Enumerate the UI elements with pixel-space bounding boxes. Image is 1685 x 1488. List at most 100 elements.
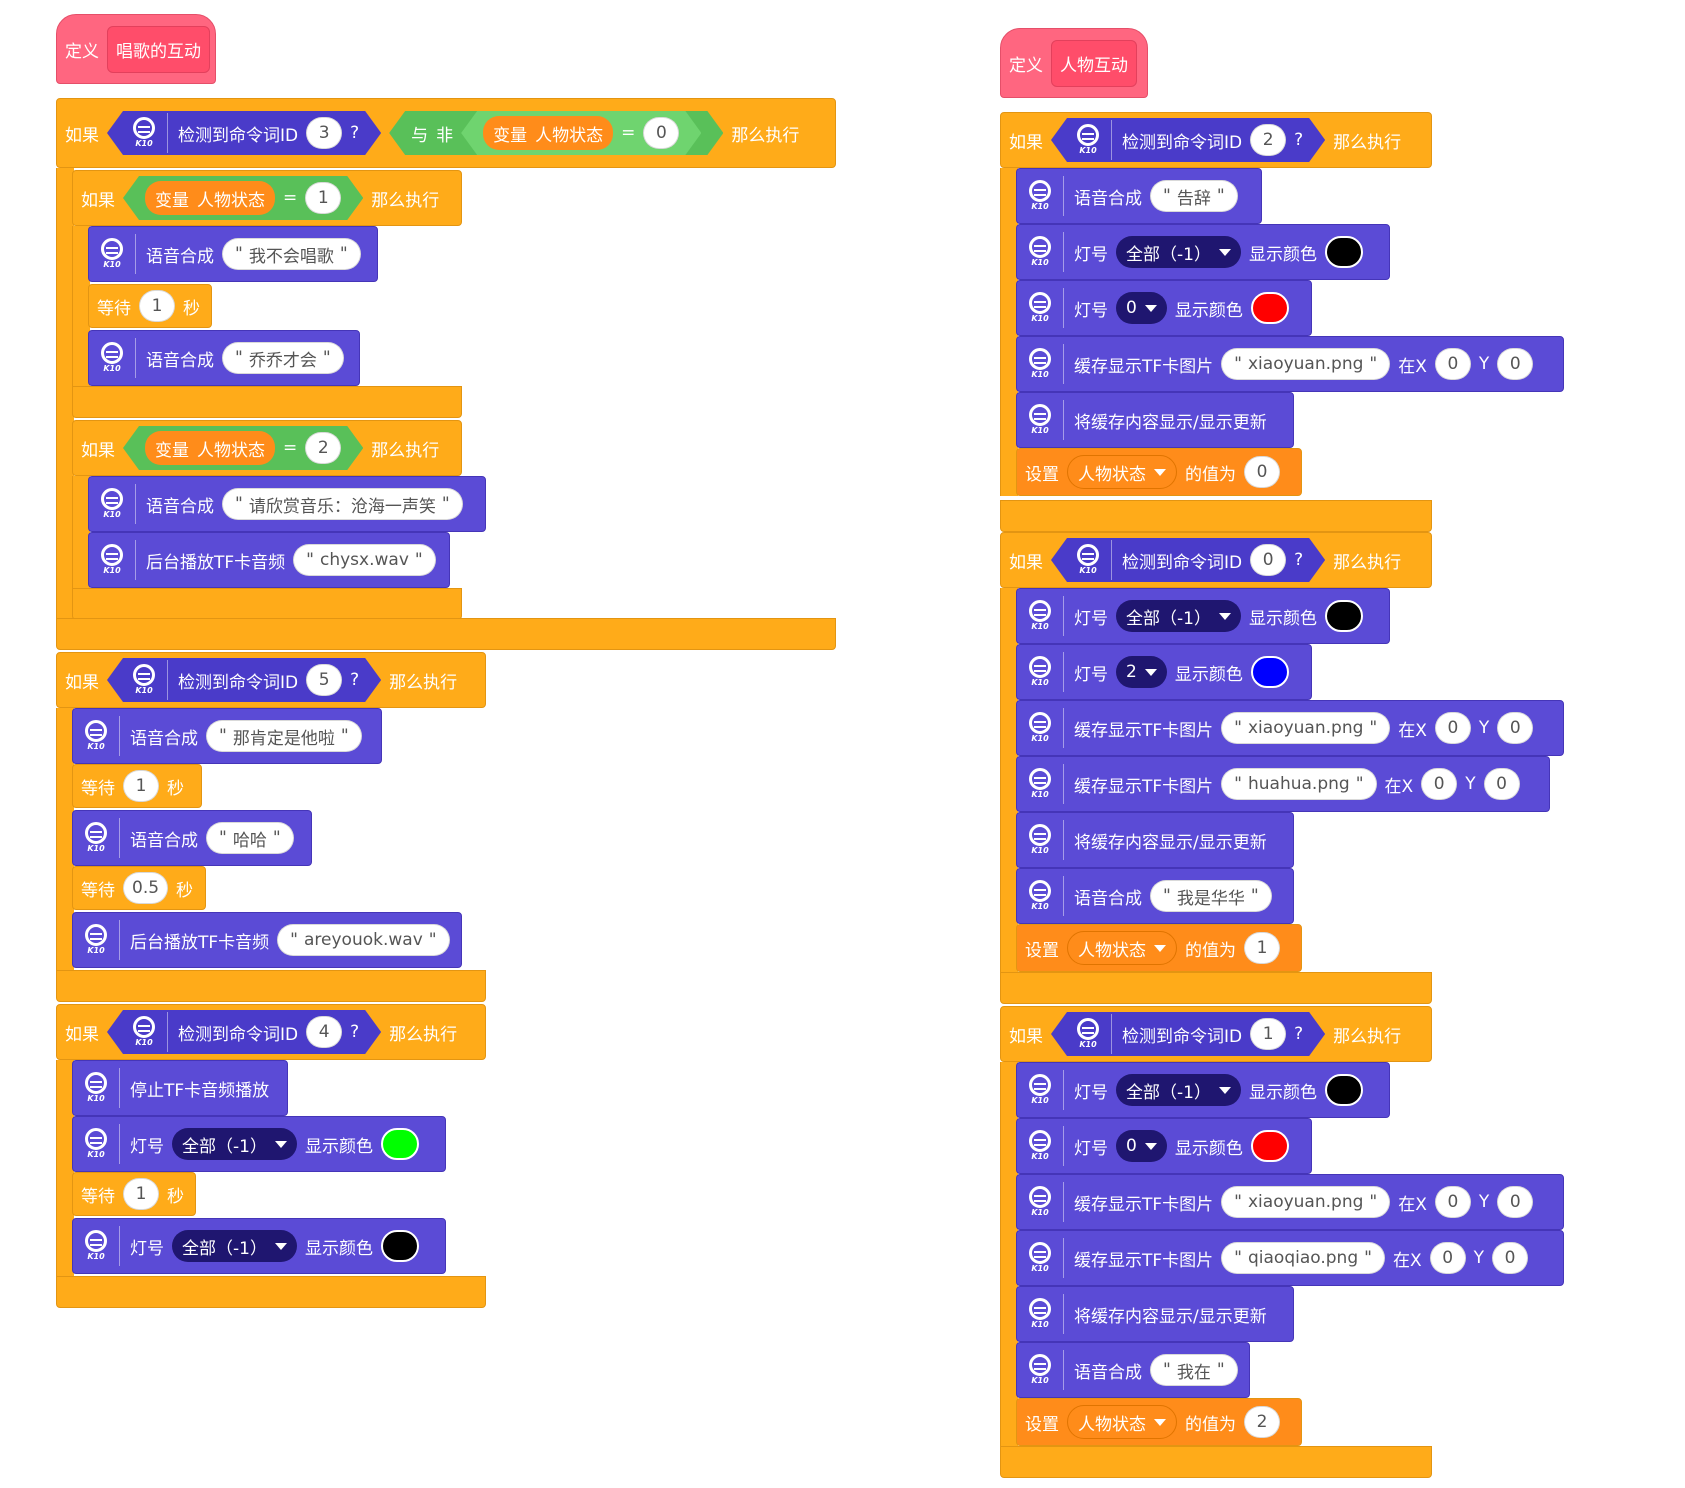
define-hat-block[interactable]: 定义唱歌的互动 <box>56 14 216 84</box>
variable-dropdown[interactable]: 人物状态 <box>1067 931 1177 965</box>
led-index-dropdown[interactable]: 全部（-1） <box>172 1230 297 1262</box>
compare-value-input[interactable]: 1 <box>305 182 341 214</box>
command-id-input[interactable]: 2 <box>1250 124 1286 156</box>
color-swatch[interactable] <box>1250 292 1289 324</box>
image-file-input[interactable]: "qiaoqiao.png" <box>1221 1242 1385 1274</box>
tts-text-input[interactable]: "告辞" <box>1150 180 1238 212</box>
y-input[interactable]: 0 <box>1497 1186 1534 1218</box>
and-operator[interactable]: 与非变量人物状态=0 <box>389 111 723 155</box>
audio-file-input[interactable]: "areyouok.wav" <box>277 924 450 956</box>
wait-seconds-input[interactable]: 1 <box>123 770 159 802</box>
tts-text-input[interactable]: "乔乔才会" <box>222 342 344 374</box>
variable-reporter[interactable]: 变量人物状态 <box>483 116 613 150</box>
audio-file-input[interactable]: "chysx.wav" <box>293 544 436 576</box>
color-swatch[interactable] <box>1324 1074 1363 1106</box>
image-file-input[interactable]: "xiaoyuan.png" <box>1221 348 1391 380</box>
set-value-input[interactable]: 2 <box>1244 1406 1280 1438</box>
equals-condition[interactable]: 变量人物状态=2 <box>123 426 363 470</box>
led-index-dropdown[interactable]: 全部（-1） <box>1116 236 1241 268</box>
variable-reporter[interactable]: 变量人物状态 <box>145 431 275 465</box>
tts-text-input[interactable]: "我是华华" <box>1150 880 1272 912</box>
equals-condition[interactable]: 变量人物状态=1 <box>123 176 363 220</box>
color-swatch[interactable] <box>1324 236 1363 268</box>
y-input[interactable]: 0 <box>1497 712 1534 744</box>
set-value-input[interactable]: 1 <box>1244 932 1280 964</box>
led-index-dropdown[interactable]: 全部（-1） <box>172 1128 297 1160</box>
x-input[interactable]: 0 <box>1421 768 1458 800</box>
led-index-dropdown[interactable]: 0 <box>1116 1130 1167 1162</box>
image-file-input[interactable]: "xiaoyuan.png" <box>1221 712 1391 744</box>
command-id-input[interactable]: 0 <box>1250 544 1286 576</box>
led-index-dropdown[interactable]: 全部（-1） <box>1116 600 1241 632</box>
compare-value-input[interactable]: 2 <box>305 432 341 464</box>
led-index-dropdown[interactable]: 全部（-1） <box>1116 1074 1241 1106</box>
variable-reporter[interactable]: 变量人物状态 <box>145 181 275 215</box>
tts-text-input[interactable]: "我不会唱歌" <box>222 238 361 270</box>
tts-text-input[interactable]: "请欣赏音乐：沧海一声笑" <box>222 488 463 520</box>
wait-seconds-input[interactable]: 1 <box>139 290 175 322</box>
image-file-input[interactable]: "huahua.png" <box>1221 768 1377 800</box>
led-index-dropdown[interactable]: 0 <box>1116 292 1167 324</box>
variable-dropdown[interactable]: 人物状态 <box>1067 455 1177 489</box>
tts-text-input[interactable]: "那肯定是他啦" <box>206 720 362 752</box>
equals-condition[interactable]: 变量人物状态=0 <box>461 111 701 155</box>
command-id-input[interactable]: 1 <box>1250 1018 1286 1050</box>
color-swatch[interactable] <box>1250 1130 1289 1162</box>
tts-text-input[interactable]: "哈哈" <box>206 822 294 854</box>
x-input[interactable]: 0 <box>1429 1242 1466 1274</box>
color-swatch[interactable] <box>1324 600 1363 632</box>
command-id-input[interactable]: 5 <box>306 664 342 696</box>
x-input[interactable]: 0 <box>1434 712 1471 744</box>
color-swatch[interactable] <box>380 1230 419 1262</box>
variable-dropdown[interactable]: 人物状态 <box>1067 1405 1177 1439</box>
x-input[interactable]: 0 <box>1434 348 1471 380</box>
compare-value-input[interactable]: 0 <box>643 117 679 149</box>
set-value-input[interactable]: 0 <box>1244 456 1280 488</box>
define-hat-block[interactable]: 定义人物互动 <box>1000 28 1148 98</box>
wait-seconds-input[interactable]: 0.5 <box>123 872 169 904</box>
color-swatch[interactable] <box>380 1128 419 1160</box>
